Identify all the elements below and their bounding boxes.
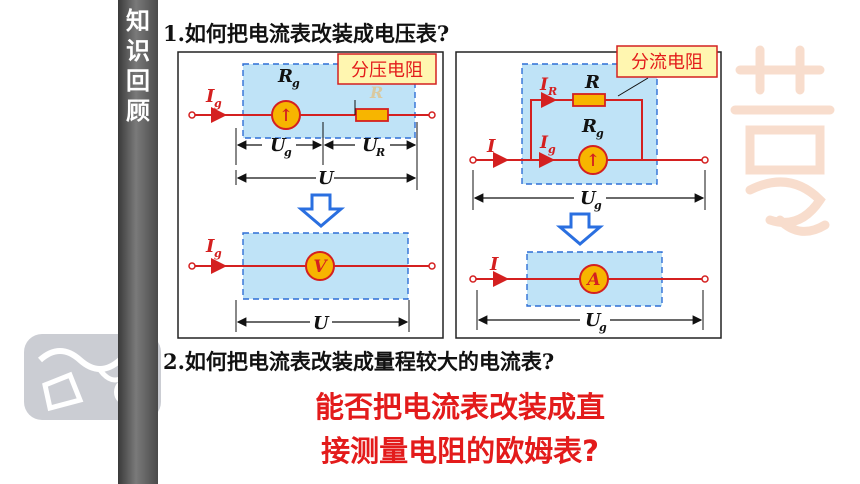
svg-text:g: g (594, 199, 602, 212)
label-ig: I (205, 86, 215, 107)
svg-text:g: g (292, 77, 300, 90)
callout-current-divider (616, 45, 718, 78)
galvanometer-right (578, 145, 608, 175)
label-r-faded: R (369, 83, 383, 102)
svg-text:I: I (489, 254, 499, 275)
svg-text:g: g (599, 321, 607, 334)
voltmeter-icon (305, 251, 335, 281)
label-ig: I (539, 133, 549, 153)
side-band (118, 0, 158, 484)
down-arrow-icon (555, 212, 605, 246)
svg-text:g: g (596, 127, 604, 140)
svg-text:R: R (375, 146, 385, 159)
question-2: 2.如何把电流表改装成量程较大的电流表? (163, 349, 555, 374)
shunt-resistor (572, 93, 606, 107)
label-rg: R (581, 116, 597, 137)
svg-text:g: g (284, 146, 292, 159)
svg-text:I: I (205, 236, 215, 257)
section-title-vertical: 知 识 回 顾 (118, 6, 158, 126)
left-panel-frame (177, 51, 444, 339)
side-char: 知 (126, 7, 150, 35)
svg-text:g: g (548, 143, 556, 156)
right-panel-frame (455, 51, 722, 339)
label-u-total: U (318, 168, 335, 189)
label-rg: R (277, 66, 293, 87)
label-r: R (584, 72, 600, 93)
svg-text:U: U (585, 310, 602, 331)
ammeter-label: A (585, 270, 600, 290)
galvanometer-left (271, 100, 301, 130)
svg-text:g: g (214, 247, 222, 260)
svg-text:R: R (547, 85, 557, 98)
svg-text:U: U (313, 313, 330, 334)
callout-label: 分流电阻 (631, 52, 703, 73)
label-ur: U (362, 135, 379, 156)
down-arrow-icon (296, 193, 346, 228)
watermark-logo (730, 45, 835, 236)
headline-line-2: 接测量电阻的欧姆表? (321, 434, 599, 468)
svg-text:g: g (214, 97, 222, 110)
series-resistor (355, 108, 389, 122)
voltmeter-label: V (313, 257, 328, 277)
question-1: 1.如何把电流表改装成电压表? (163, 21, 450, 46)
callout-label: 分压电阻 (351, 60, 423, 81)
label-ug: U (270, 135, 287, 156)
label-ir: I (539, 75, 549, 95)
svg-text:↑: ↑ (586, 151, 600, 171)
side-char: 回 (126, 67, 150, 95)
meter-symbol: ↑ (279, 106, 293, 126)
label-i: I (486, 136, 496, 157)
ammeter-icon (579, 264, 609, 294)
headline-line-1: 能否把电流表改装成直 (314, 390, 605, 424)
label-ug: U (580, 188, 597, 209)
side-char: 识 (126, 37, 150, 65)
side-char: 顾 (126, 97, 150, 125)
callout-voltage-divider (337, 53, 437, 85)
